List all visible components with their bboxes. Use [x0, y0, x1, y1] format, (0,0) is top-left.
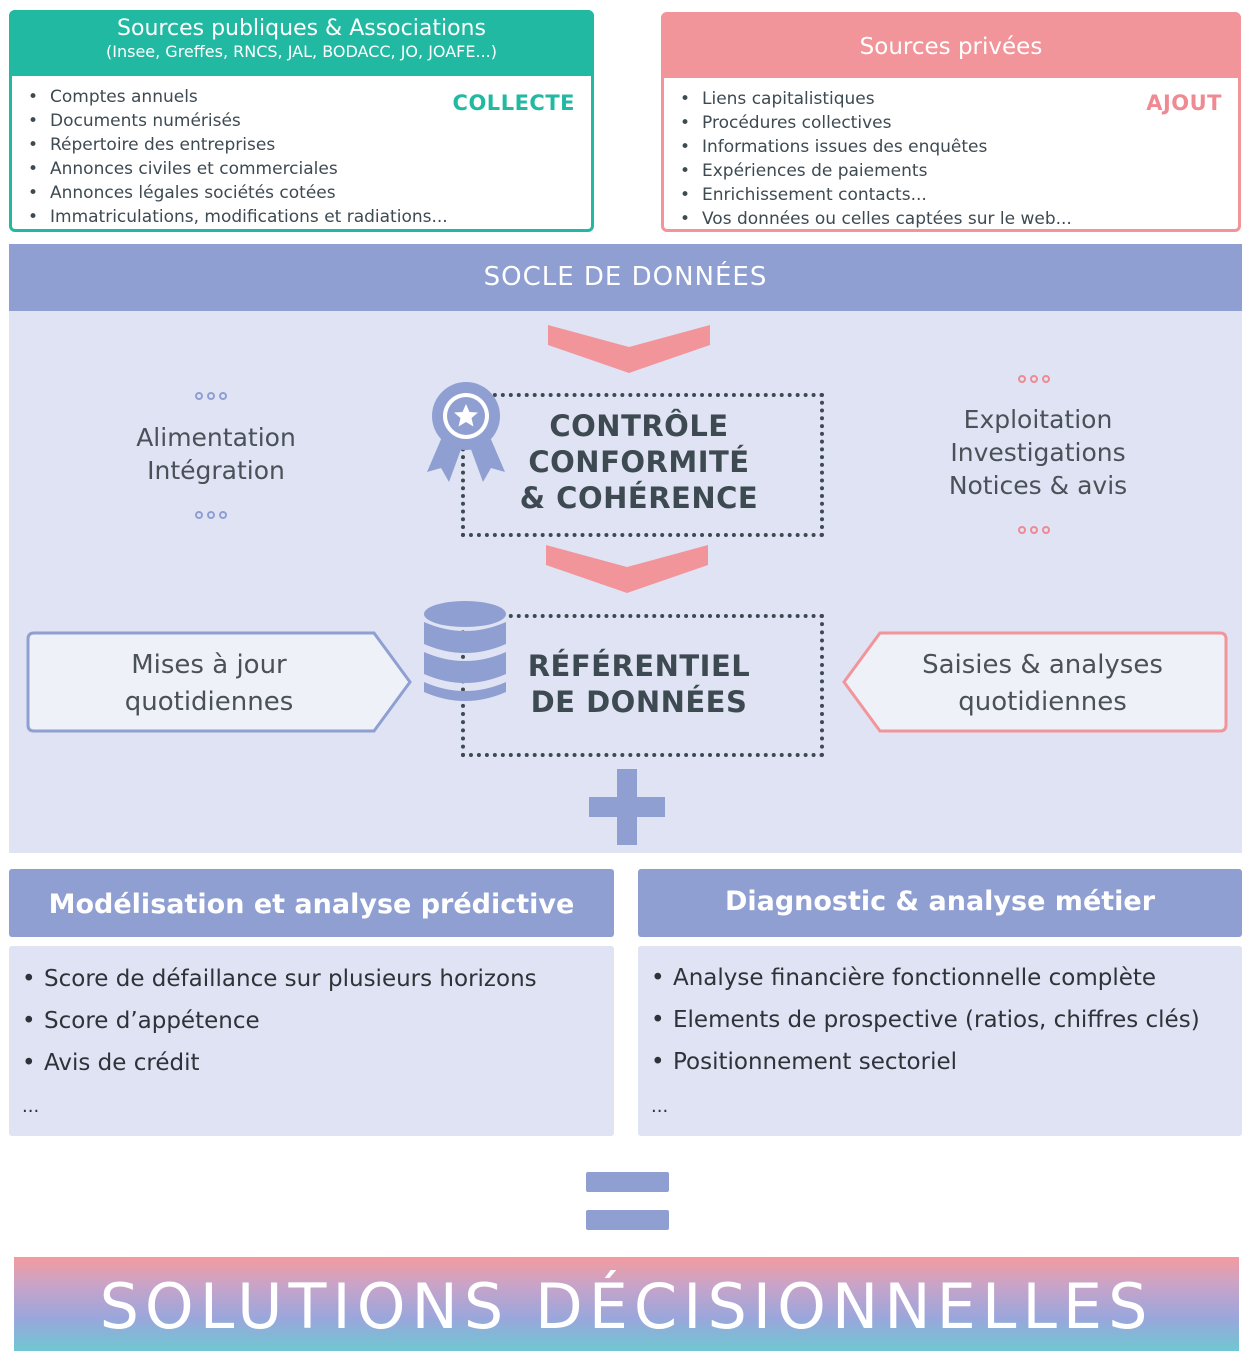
- list-item: Informations issues des enquêtes: [680, 135, 1072, 159]
- controle-line: CONTRÔLE: [549, 409, 729, 443]
- dots-decoration: [195, 392, 227, 400]
- right-pill-text: Saisies & analyses quotidiennes: [870, 647, 1215, 721]
- list-item: Annonces légales sociétés cotées: [28, 181, 448, 205]
- list-item: Immatriculations, modifications et radia…: [28, 205, 448, 229]
- referentiel-box: [461, 614, 824, 757]
- public-sources-list: Comptes annuels Documents numérisés Répe…: [28, 85, 448, 229]
- left-pill-line: Mises à jour: [131, 650, 287, 680]
- modelisation-list: Score de défaillance sur plusieurs horiz…: [22, 958, 537, 1084]
- list-item: Positionnement sectoriel: [651, 1041, 1200, 1083]
- private-sources-header: Sources privées: [661, 12, 1241, 78]
- referentiel-line: RÉFÉRENTIEL: [527, 649, 751, 683]
- list-item: Liens capitalistiques: [680, 87, 1072, 111]
- controle-title: CONTRÔLE CONFORMITÉ & COHÉRENCE: [505, 408, 773, 516]
- database-icon: [424, 601, 506, 701]
- right-process-line: Exploitation: [963, 405, 1113, 434]
- dots-decoration: [195, 511, 227, 519]
- public-sources-header: Sources publiques & Associations (Insee,…: [9, 10, 594, 76]
- private-sources-box: Sources privées AJOUT Liens capitalistiq…: [661, 12, 1241, 232]
- right-process-line: Notices & avis: [948, 471, 1128, 500]
- right-arrow-shape: [842, 631, 1228, 733]
- list-item: Documents numérisés: [28, 109, 448, 133]
- diagnostic-more: ...: [651, 1096, 669, 1117]
- referentiel-title: RÉFÉRENTIEL DE DONNÉES: [505, 648, 773, 720]
- left-process-line: Alimentation: [136, 423, 296, 452]
- equals-icon: [586, 1172, 669, 1192]
- controle-box: [461, 393, 824, 537]
- list-item: Vos données ou celles captées sur le web…: [680, 207, 1072, 231]
- public-sources-box: Sources publiques & Associations (Insee,…: [9, 10, 594, 232]
- dots-decoration: [1018, 375, 1050, 383]
- list-item: Enrichissement contacts...: [680, 183, 1072, 207]
- list-item: Score de défaillance sur plusieurs horiz…: [22, 958, 537, 1000]
- left-process-line: Intégration: [147, 456, 285, 485]
- controle-line: CONFORMITÉ: [528, 445, 750, 479]
- list-item: Expériences de paiements: [680, 159, 1072, 183]
- left-process-text: Alimentation Intégration: [96, 421, 336, 487]
- right-process-line: Investigations: [950, 438, 1126, 467]
- chevron-down-icon: [548, 325, 710, 373]
- list-item: Procédures collectives: [680, 111, 1072, 135]
- diagnostic-list: Analyse financière fonctionnelle complèt…: [651, 957, 1200, 1083]
- public-sources-subtitle: (Insee, Greffes, RNCS, JAL, BODACC, JO, …: [106, 42, 497, 61]
- private-sources-title: Sources privées: [859, 34, 1043, 60]
- socle-title: SOCLE DE DONNÉES: [9, 244, 1242, 311]
- diagnostic-title: Diagnostic & analyse métier: [638, 869, 1242, 937]
- left-pill-line: quotidiennes: [124, 687, 294, 717]
- collecte-tag: COLLECTE: [452, 91, 575, 115]
- public-sources-title: Sources publiques & Associations: [117, 16, 486, 41]
- right-process-text: Exploitation Investigations Notices & av…: [908, 403, 1168, 502]
- private-sources-list: Liens capitalistiques Procédures collect…: [680, 87, 1072, 231]
- list-item: Avis de crédit: [22, 1042, 537, 1084]
- left-pill-text: Mises à jour quotidiennes: [40, 647, 378, 721]
- list-item: Elements de prospective (ratios, chiffre…: [651, 999, 1200, 1041]
- modelisation-title: Modélisation et analyse prédictive: [9, 869, 614, 937]
- referentiel-line: DE DONNÉES: [530, 685, 748, 719]
- chevron-down-icon: [546, 545, 708, 593]
- list-item: Annonces civiles et commerciales: [28, 157, 448, 181]
- ajout-tag: AJOUT: [1146, 91, 1222, 115]
- list-item: Répertoire des entreprises: [28, 133, 448, 157]
- equals-icon: [586, 1210, 669, 1230]
- dots-decoration: [1018, 526, 1050, 534]
- right-pill-line: Saisies & analyses: [922, 650, 1163, 680]
- award-ribbon-icon: [427, 382, 505, 482]
- modelisation-more: ...: [22, 1096, 40, 1117]
- list-item: Comptes annuels: [28, 85, 448, 109]
- right-pill-line: quotidiennes: [958, 687, 1127, 717]
- controle-line: & COHÉRENCE: [519, 481, 759, 515]
- left-arrow-shape: [26, 631, 412, 733]
- solutions-banner: SOLUTIONS DÉCISIONNELLES: [14, 1257, 1239, 1351]
- list-item: Analyse financière fonctionnelle complèt…: [651, 957, 1200, 999]
- plus-icon: [589, 769, 665, 845]
- list-item: Score d’appétence: [22, 1000, 537, 1042]
